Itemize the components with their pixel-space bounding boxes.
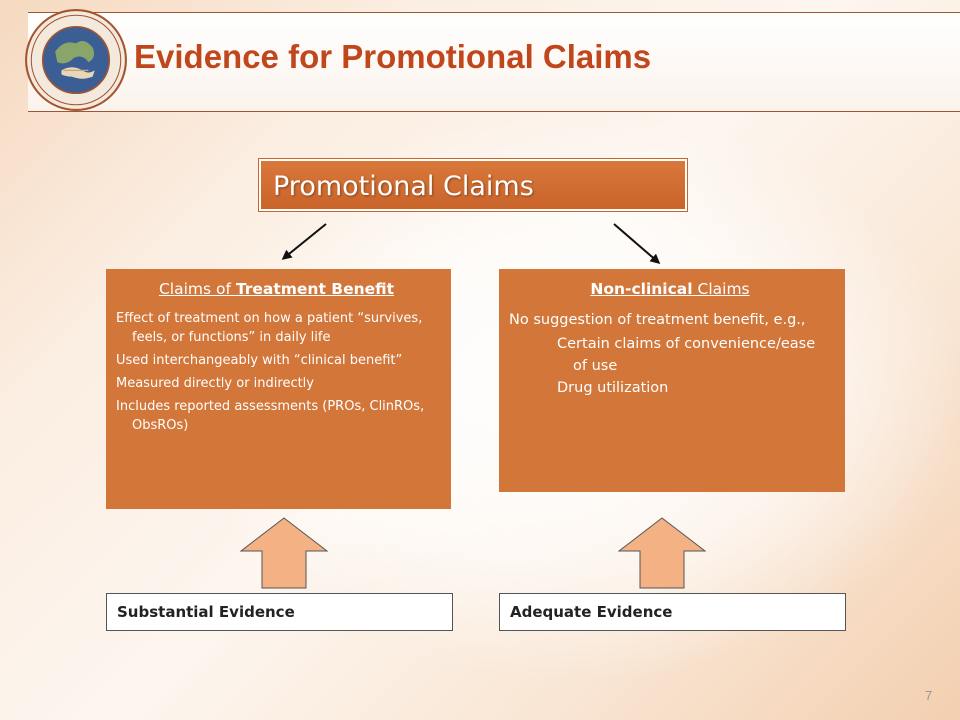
adequate-evidence-label: Adequate Evidence	[499, 593, 846, 631]
non-clinical-lead: No suggestion of treatment benefit, e.g.…	[509, 312, 806, 328]
promotional-claims-header: Promotional Claims	[259, 159, 687, 211]
page-number: 7	[925, 688, 933, 703]
non-clinical-box: Non-clinical Claims No suggestion of tre…	[499, 269, 845, 492]
substantial-evidence-label: Substantial Evidence	[106, 593, 453, 631]
treatment-benefit-list: Effect of treatment on how a patient “su…	[116, 309, 437, 435]
list-item: Drug utilization	[557, 380, 669, 396]
non-clinical-title: Non-clinical Claims	[590, 280, 750, 298]
treatment-benefit-title: Claims of Treatment Benefit	[158, 280, 395, 298]
list-item: Effect of treatment on how a patient “su…	[116, 311, 423, 345]
page-title: Evidence for Promotional Claims	[134, 38, 652, 75]
organization-seal-icon	[25, 9, 127, 111]
non-clinical-list: Certain claims of convenience/ease of us…	[509, 333, 831, 399]
right-connector-arrow	[613, 223, 661, 264]
list-item: Measured directly or indirectly	[116, 376, 314, 391]
list-item: Includes reported assessments (PROs, Cli…	[116, 399, 425, 433]
treatment-benefit-box: Claims of Treatment Benefit Effect of tr…	[106, 269, 451, 509]
title-bar	[28, 12, 960, 112]
list-item: Used interchangeably with “clinical bene…	[116, 353, 403, 368]
list-item: Certain claims of convenience/ease of us…	[557, 336, 816, 374]
left-connector-arrow	[281, 223, 327, 260]
right-up-arrow-icon	[618, 517, 706, 589]
left-up-arrow-icon	[240, 517, 328, 589]
